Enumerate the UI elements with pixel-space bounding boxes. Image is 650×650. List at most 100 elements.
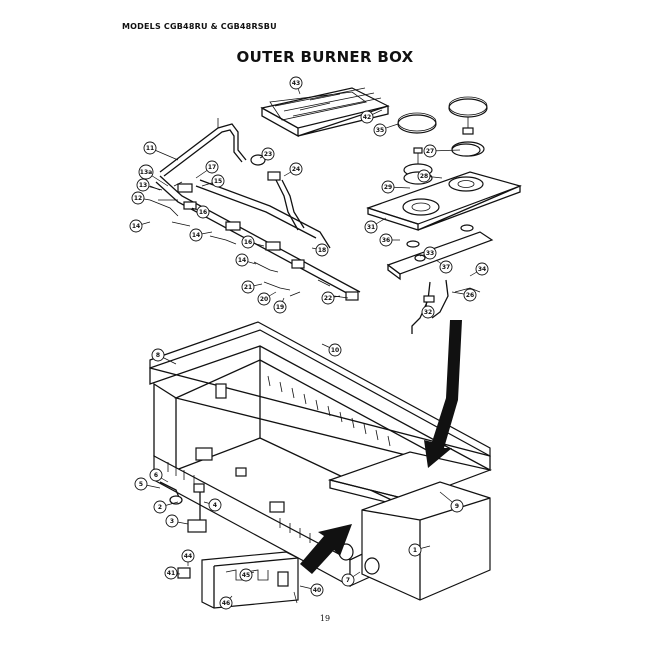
callout-c11: 11 <box>143 141 157 155</box>
callout-bubble <box>196 205 210 219</box>
callout-bubble <box>379 233 393 247</box>
callout-number: 5 <box>139 481 143 488</box>
callout-bubble <box>165 514 179 528</box>
callout-bubble <box>289 76 303 90</box>
callout-number: 3 <box>170 518 174 525</box>
callout-c6: 6 <box>149 468 163 482</box>
callout-number: 14 <box>132 223 140 230</box>
cooktop-plate-drawing <box>366 143 522 231</box>
callout-bubble <box>475 262 489 276</box>
ignition-parts-drawing <box>159 481 207 533</box>
callout-bubble <box>257 292 271 306</box>
callout-number: 9 <box>455 503 459 510</box>
callout-bubble <box>138 164 154 180</box>
callout-bubble <box>289 162 303 176</box>
callout-bubble <box>328 343 342 357</box>
callout-bubble <box>450 499 464 513</box>
callout-bubble <box>439 260 453 274</box>
callout-bubble <box>235 253 249 267</box>
callout-bubble <box>241 235 255 249</box>
callout-bubble <box>181 549 195 563</box>
callout-bubble <box>364 220 378 234</box>
callout-c8: 8 <box>151 348 165 362</box>
callout-bubble <box>129 219 143 233</box>
callout-number: 8 <box>156 352 160 359</box>
callout-c16b: 16 <box>241 235 255 249</box>
callout-number: 46 <box>222 600 230 607</box>
page-title: OUTER BURNER BOX <box>236 48 414 66</box>
callout-number: 6 <box>154 472 158 479</box>
callout-number: 45 <box>242 572 250 579</box>
callout-number: 20 <box>260 296 268 303</box>
callout-bubble <box>321 291 335 305</box>
callout-c4: 4 <box>208 498 222 512</box>
callout-number: 23 <box>264 151 272 158</box>
callout-number: 36 <box>382 237 390 244</box>
callout-number: 32 <box>424 309 432 316</box>
callout-c41: 41 <box>164 566 178 580</box>
callout-c5: 5 <box>134 477 148 491</box>
callout-number: 26 <box>466 292 474 299</box>
callout-number: 10 <box>331 347 339 354</box>
callout-c29: 29 <box>381 180 395 194</box>
callout-number: 1 <box>413 547 417 554</box>
callout-number: 14 <box>192 232 200 239</box>
callout-c33: 33 <box>423 246 437 260</box>
callout-c43: 43 <box>289 76 303 90</box>
callout-c32: 32 <box>421 305 435 319</box>
junction-box-drawing <box>177 551 299 609</box>
callout-c13: 13 <box>136 178 150 192</box>
callout-c36: 36 <box>379 233 393 247</box>
callout-c31: 31 <box>364 220 378 234</box>
callout-c23: 23 <box>261 147 275 161</box>
callout-number: 21 <box>244 284 252 291</box>
callout-c26: 26 <box>463 288 477 302</box>
callout-number: 11 <box>146 145 154 152</box>
callout-c15: 15 <box>211 174 225 188</box>
callout-bubble <box>310 583 324 597</box>
callout-c18: 18 <box>315 243 329 257</box>
callout-bubble <box>189 228 203 242</box>
callout-number: 16 <box>199 209 207 216</box>
callout-bubble <box>423 144 437 158</box>
burner-base-drawing <box>386 224 494 334</box>
callout-bubble <box>421 305 435 319</box>
callout-bubble <box>241 280 255 294</box>
callout-c35: 35 <box>373 123 387 137</box>
callout-number: 37 <box>442 264 450 271</box>
callout-c24: 24 <box>289 162 303 176</box>
callout-c34: 34 <box>475 262 489 276</box>
callout-c14a: 14 <box>129 219 143 233</box>
callout-bubble <box>164 566 178 580</box>
callout-number: 19 <box>276 304 284 311</box>
page-number: 19 <box>319 614 331 623</box>
callout-bubble <box>136 178 150 192</box>
callout-bubble <box>315 243 329 257</box>
callout-bubble <box>408 543 422 557</box>
callout-c42: 42 <box>360 110 374 124</box>
callout-labels: 4342351123242728291713a13151216141416141… <box>129 76 489 610</box>
callout-c46: 46 <box>219 596 233 610</box>
callout-bubble <box>423 246 437 260</box>
callout-c37: 37 <box>439 260 453 274</box>
callout-c44: 44 <box>181 549 195 563</box>
callout-bubble <box>134 477 148 491</box>
callout-c9: 9 <box>450 499 464 513</box>
callout-number: 31 <box>367 224 375 231</box>
callout-c28: 28 <box>417 169 431 183</box>
callout-bubble <box>131 191 145 205</box>
callout-c40: 40 <box>310 583 324 597</box>
callout-number: 13a <box>140 169 152 176</box>
callout-number: 22 <box>324 295 332 302</box>
callout-bubble <box>239 568 253 582</box>
callout-number: 42 <box>363 114 371 121</box>
callout-bubble <box>373 123 387 137</box>
callout-c19: 19 <box>273 300 287 314</box>
callout-c20: 20 <box>257 292 271 306</box>
callout-c14b: 14 <box>189 228 203 242</box>
grate-drawing <box>260 87 390 138</box>
callout-number: 29 <box>384 184 392 191</box>
callout-bubble <box>360 110 374 124</box>
callout-number: 35 <box>376 127 384 134</box>
callout-c22: 22 <box>321 291 335 305</box>
